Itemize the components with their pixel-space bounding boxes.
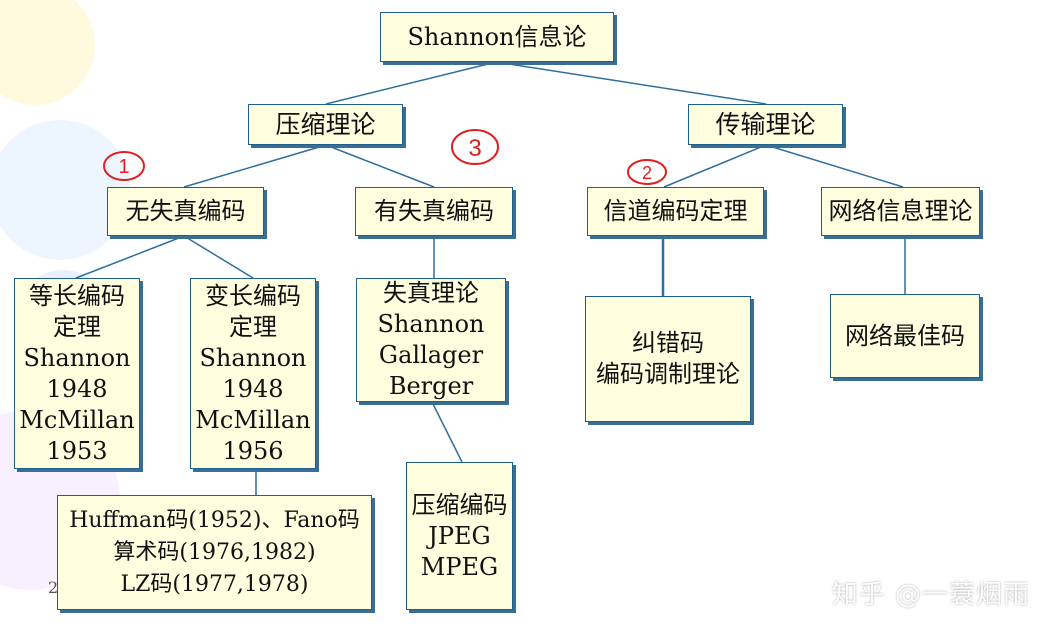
huffman-line: LZ码(1977,1978) bbox=[120, 571, 309, 597]
transmission-theory-node: 传输理论 bbox=[688, 104, 843, 145]
marker-three: 3 bbox=[451, 129, 499, 165]
error-correction-node: 纠错码 编码调制理论 bbox=[585, 296, 751, 422]
lossy-coding-node: 有失真编码 bbox=[355, 187, 513, 236]
network-information-theory-label: 网络信息理论 bbox=[828, 197, 973, 225]
marker-two-text: 2 bbox=[642, 163, 652, 183]
rate-distortion-line: Gallager bbox=[378, 341, 484, 369]
error-correction-line: 纠错码 bbox=[632, 329, 704, 357]
channel-coding-theorem-node: 信道编码定理 bbox=[587, 187, 764, 236]
variable-length-line: McMillan bbox=[195, 405, 311, 434]
marker-three-text: 3 bbox=[468, 135, 481, 162]
lossless-coding-node: 无失真编码 bbox=[107, 187, 264, 236]
compression-coding-line: 压缩编码 bbox=[411, 490, 508, 519]
error-correction-line: 编码调制理论 bbox=[596, 360, 740, 388]
rate-distortion-line: Shannon bbox=[377, 310, 485, 338]
variable-length-line: Shannon bbox=[199, 343, 307, 372]
compression-coding-line: JPEG bbox=[428, 521, 491, 550]
variable-length-coding-node: 变长编码 定理 Shannon 1948 McMillan 1956 bbox=[190, 278, 316, 469]
fixed-length-line: 等长编码 bbox=[29, 281, 125, 310]
fixed-length-coding-node: 等长编码 定理 Shannon 1948 McMillan 1953 bbox=[14, 278, 140, 469]
lossy-coding-label: 有失真编码 bbox=[374, 197, 494, 225]
compression-theory-label: 压缩理论 bbox=[275, 110, 376, 139]
compression-theory-node: 压缩理论 bbox=[248, 104, 403, 145]
network-optimal-code-label: 网络最佳码 bbox=[845, 321, 965, 350]
compression-coding-line: MPEG bbox=[420, 552, 499, 581]
watermark: 知乎 @一蓑烟雨 bbox=[831, 580, 1030, 610]
huffman-line: 算术码(1976,1982) bbox=[113, 539, 316, 565]
marker-one-text: 1 bbox=[118, 156, 129, 178]
channel-coding-theorem-label: 信道编码定理 bbox=[603, 197, 748, 225]
fixed-length-line: 1948 bbox=[46, 374, 108, 403]
root-label: Shannon信息论 bbox=[407, 22, 587, 51]
variable-length-line: 1948 bbox=[222, 374, 284, 403]
fixed-length-line: 1953 bbox=[46, 436, 108, 465]
fixed-length-line: 定理 bbox=[53, 312, 101, 341]
rate-distortion-theory-node: 失真理论 Shannon Gallager Berger bbox=[356, 278, 506, 402]
page-number: 2 bbox=[48, 578, 59, 597]
root-node: Shannon信息论 bbox=[380, 12, 614, 62]
network-information-theory-node: 网络信息理论 bbox=[821, 187, 980, 236]
huffman-line: Huffman码(1952)、Fano码 bbox=[69, 507, 360, 533]
compression-coding-node: 压缩编码 JPEG MPEG bbox=[406, 462, 513, 610]
marker-one: 1 bbox=[103, 151, 145, 181]
variable-length-line: 1956 bbox=[222, 436, 284, 465]
rate-distortion-line: Berger bbox=[388, 372, 474, 400]
fixed-length-line: Shannon bbox=[23, 343, 131, 372]
variable-length-line: 变长编码 bbox=[205, 281, 301, 310]
transmission-theory-label: 传输理论 bbox=[715, 110, 816, 139]
rate-distortion-line: 失真理论 bbox=[383, 279, 479, 307]
huffman-codes-node: Huffman码(1952)、Fano码 算术码(1976,1982) LZ码(… bbox=[57, 495, 372, 610]
variable-length-line: 定理 bbox=[229, 312, 277, 341]
network-optimal-code-node: 网络最佳码 bbox=[830, 294, 980, 378]
fixed-length-line: McMillan bbox=[19, 405, 135, 434]
marker-two: 2 bbox=[627, 159, 667, 185]
lossless-coding-label: 无失真编码 bbox=[125, 197, 246, 225]
